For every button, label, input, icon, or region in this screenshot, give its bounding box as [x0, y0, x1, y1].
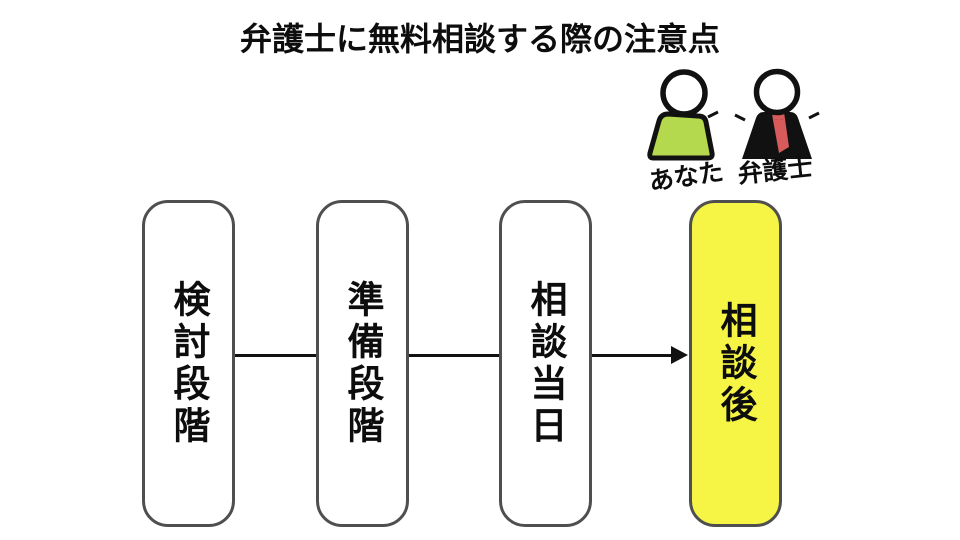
stage-box-preparation: 準備段階	[316, 200, 409, 527]
you-person-icon	[647, 69, 719, 161]
lawyer-person-icon	[734, 68, 820, 159]
stage-label: 準備段階	[341, 279, 384, 448]
you-body-shape	[647, 111, 715, 161]
lawyer-label: 弁護士	[736, 152, 814, 189]
stage-box-after-consultation-highlighted: 相談後	[689, 200, 782, 527]
lawyer-shoulder-tick-left	[734, 113, 746, 122]
you-head-shape	[660, 69, 708, 117]
lawyer-head-shape	[753, 68, 801, 116]
stage-label: 相談後	[714, 300, 757, 427]
arrowhead-icon	[671, 346, 688, 364]
diagram-title: 弁護士に無料相談する際の注意点	[239, 20, 720, 58]
lawyer-tie-shape	[773, 119, 789, 153]
stage-box-consultation-day: 相談当日	[499, 200, 592, 527]
connector-arrow-shaft	[592, 354, 674, 357]
connector-line-2	[409, 354, 499, 357]
stage-label: 相談当日	[524, 279, 567, 448]
stage-label: 検討段階	[167, 279, 210, 448]
stage-box-consideration: 検討段階	[142, 200, 235, 527]
lawyer-shoulder-tick-right	[808, 111, 820, 120]
you-shoulder-tick	[707, 110, 719, 119]
connector-line-1	[235, 354, 316, 357]
